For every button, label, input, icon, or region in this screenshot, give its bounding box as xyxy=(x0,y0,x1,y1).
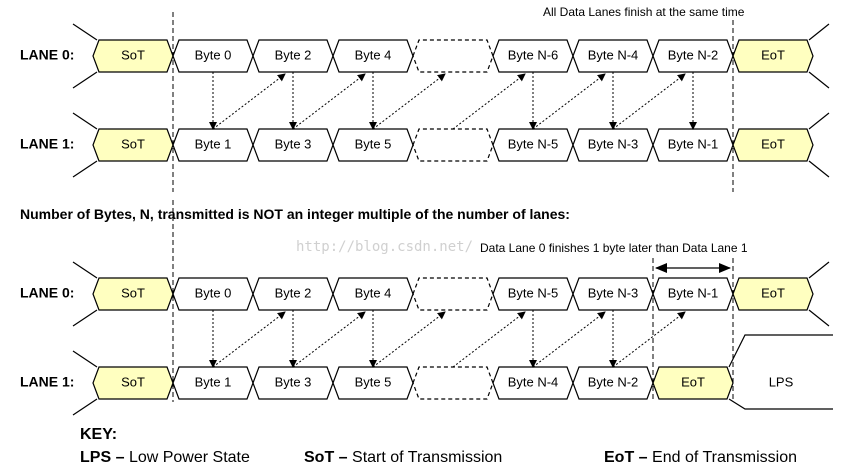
bot-diag-arrow-1 xyxy=(292,311,366,368)
top-note: All Data Lanes finish at the same time xyxy=(543,5,745,19)
lane-bot-0-byte-1-label: Byte 2 xyxy=(275,285,312,300)
key-desc-lps: Low Power State xyxy=(128,449,250,466)
lane-top-0-label: LANE 0: xyxy=(20,47,74,63)
lane-bot-1-gap xyxy=(412,366,494,400)
lane-bot-1-eot-label: EoT xyxy=(681,374,705,389)
lane-bot-1-lead-lines xyxy=(72,350,98,416)
key-item-sot: SoT – Start of Transmission xyxy=(304,449,502,467)
key-abbr-lps: LPS xyxy=(80,449,112,466)
lps-label: LPS xyxy=(769,374,794,389)
key-title: KEY: xyxy=(80,426,117,444)
key-abbr-eot: EoT xyxy=(604,449,635,466)
key-dash-lps: – xyxy=(115,449,125,466)
lane-top-0-byte-5-label: Byte N-4 xyxy=(588,47,639,62)
lane-top-1-byte-5-label: Byte N-3 xyxy=(588,136,639,151)
bot-diag-arrow-last xyxy=(612,311,686,368)
lane-bot-1-byte-0-label: Byte 1 xyxy=(195,374,232,389)
lane-bot-0-label: LANE 0: xyxy=(20,285,74,301)
key-title-text: KEY: xyxy=(80,426,118,443)
lane-bot-1-sot-label: SoT xyxy=(121,374,145,389)
top-diag-arrow-2 xyxy=(372,73,446,130)
lane-top-1-eot xyxy=(732,128,814,162)
lane-bot-0-byte-0-label: Byte 0 xyxy=(195,285,232,300)
lane-bot-0-byte-5-label: Byte N-3 xyxy=(588,285,639,300)
bottom-heading: Number of Bytes, N, transmitted is NOT a… xyxy=(20,206,570,222)
lane-bot-1-byte-4-label: Byte N-4 xyxy=(508,374,559,389)
lane-bot-1-byte-5-label: Byte N-2 xyxy=(588,374,639,389)
lane-bot-0-sot-label: SoT xyxy=(121,285,145,300)
lps-lines xyxy=(728,334,833,410)
lane-top-0-eot-label: EoT xyxy=(761,47,785,62)
lane-top-1-label: LANE 1: xyxy=(20,136,74,152)
lane-bot-1-byte-1-label: Byte 3 xyxy=(275,374,312,389)
bot-diag-arrow-0 xyxy=(212,311,286,368)
top-diag-arrow-0 xyxy=(212,73,286,130)
lane-bot-0-lead-lines xyxy=(72,261,98,327)
lane-top-1-eot-label: EoT xyxy=(761,136,785,151)
lane-top-0-trail-lines xyxy=(808,23,830,89)
lane-bot-0-trail-lines xyxy=(808,261,830,327)
lane-bot-0-gap xyxy=(412,277,494,311)
lane-top-0-gap xyxy=(412,39,494,73)
lane-top-0-byte-2-label: Byte 4 xyxy=(355,47,392,62)
lane-bot-0-byte-4-label: Byte N-5 xyxy=(508,285,559,300)
lane-top-0-byte-1-label: Byte 2 xyxy=(275,47,312,62)
lane-bot-1-label: LANE 1: xyxy=(20,374,74,390)
key-desc-sot: Start of Transmission xyxy=(352,449,503,466)
key-dash-sot: – xyxy=(338,449,348,466)
key-dash-eot: – xyxy=(638,449,648,466)
key-item-eot: EoT – End of Transmission xyxy=(604,449,797,467)
lane-bot-0-eot xyxy=(732,277,814,311)
lane-bot-1-byte-2-label: Byte 5 xyxy=(355,374,392,389)
lane-top-1-lead-lines xyxy=(72,112,98,178)
lane-top-0-lead-lines xyxy=(72,23,98,89)
key-desc-eot: End of Transmission xyxy=(652,449,797,466)
top-diag-arrow-3 xyxy=(452,73,526,130)
lane-top-0-byte-6-label: Byte N-2 xyxy=(668,47,719,62)
lane-top-1-byte-0-label: Byte 1 xyxy=(195,136,232,151)
lane-top-0-sot-label: SoT xyxy=(121,47,145,62)
key-abbr-sot: SoT xyxy=(304,449,335,466)
bot-diag-arrow-2 xyxy=(372,311,446,368)
lane-bot-0-byte-6-label: Byte N-1 xyxy=(668,285,719,300)
lane-top-1-byte-1-label: Byte 3 xyxy=(275,136,312,151)
bot-diag-arrow-4 xyxy=(532,311,606,368)
top-diag-arrow-1 xyxy=(292,73,366,130)
bot-diag-arrow-3 xyxy=(452,311,526,368)
lane-top-0-byte-0-label: Byte 0 xyxy=(195,47,232,62)
lane-top-1-byte-6-label: Byte N-1 xyxy=(668,136,719,151)
bottom-note: Data Lane 0 finishes 1 byte later than D… xyxy=(480,241,748,255)
lane-top-1-trail-lines xyxy=(808,112,830,178)
lane-top-0-byte-4-label: Byte N-6 xyxy=(508,47,559,62)
lane-top-1-byte-2-label: Byte 5 xyxy=(355,136,392,151)
lane-top-0-eot xyxy=(732,39,814,73)
top-diag-arrow-4 xyxy=(532,73,606,130)
lane-bot-0-eot-label: EoT xyxy=(761,285,785,300)
lane-top-1-byte-4-label: Byte N-5 xyxy=(508,136,559,151)
key-item-lps: LPS – Low Power State xyxy=(80,449,250,467)
watermark-text: http://blog.csdn.net/ xyxy=(296,239,473,255)
lane-bot-0-byte-2-label: Byte 4 xyxy=(355,285,392,300)
lane-top-1-sot-label: SoT xyxy=(121,136,145,151)
top-diag-arrow-5 xyxy=(612,73,686,130)
lane-top-1-gap xyxy=(412,128,494,162)
